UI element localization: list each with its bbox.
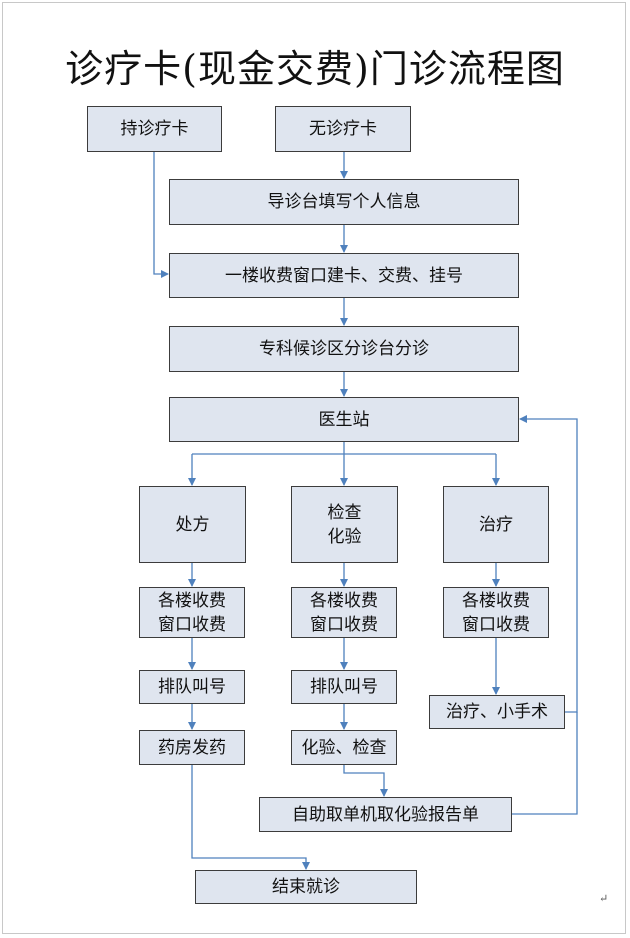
triage-box: 专科候诊区分诊台分诊 [169, 326, 519, 372]
first-floor-box: 一楼收费窗口建卡、交费、挂号 [169, 253, 519, 298]
treatment-box: 治疗 [443, 486, 549, 563]
paragraph-mark-icon: ↵ [599, 892, 609, 905]
self-service-box: 自助取单机取化验报告单 [259, 797, 512, 832]
end-visit-box: 结束就诊 [195, 870, 417, 904]
edge-surgery-to-doctor [519, 415, 578, 713]
prescription-box: 处方 [139, 486, 246, 563]
edge-lab-check-to-self-service [343, 765, 388, 797]
page-title: 诊疗卡(现金交费)门诊流程图 [65, 47, 565, 91]
pharmacy-box: 药房发药 [139, 730, 245, 765]
lab-test-box: 检查 化验 [291, 486, 398, 563]
has-card-box: 持诊疗卡 [87, 106, 222, 152]
surgery-box: 治疗、小手术 [429, 695, 565, 729]
doctor-box: 医生站 [169, 397, 519, 442]
queue-box-prescription: 排队叫号 [139, 670, 245, 704]
edge-has-card-to-first-floor [153, 152, 169, 278]
edge-self-service-to-doctor [512, 712, 578, 815]
payment-box-lab: 各楼收费 窗口收费 [291, 587, 397, 638]
queue-box-lab: 排队叫号 [291, 670, 397, 704]
guide-desk-box: 导诊台填写个人信息 [169, 179, 519, 225]
payment-box-prescription: 各楼收费 窗口收费 [139, 587, 245, 638]
lab-check-box: 化验、检查 [291, 730, 397, 765]
edge-pharmacy-to-end [191, 765, 310, 870]
payment-box-treatment: 各楼收费 窗口收费 [443, 587, 549, 638]
no-card-box: 无诊疗卡 [275, 106, 411, 152]
